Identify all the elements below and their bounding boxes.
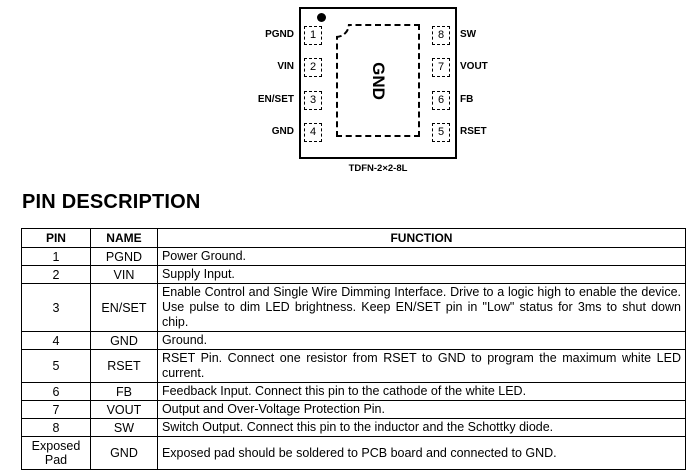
cell-function: Ground.	[156, 331, 687, 350]
cell-function: Switch Output. Connect this pin to the i…	[156, 418, 687, 437]
cell-name: SW	[89, 418, 158, 437]
table-row: 6 FB Feedback Input. Connect this pin to…	[21, 382, 687, 401]
cell-pin: 5	[21, 349, 91, 383]
table-row: 7 VOUT Output and Over-Voltage Protectio…	[21, 400, 687, 419]
cell-name: PGND	[89, 247, 158, 266]
cell-name: FB	[89, 382, 158, 401]
cell-name: RSET	[89, 349, 158, 383]
table-row: 4 GND Ground.	[21, 331, 687, 350]
pin-label-2: VIN	[277, 61, 294, 72]
exposed-pad-label: GND	[369, 61, 388, 100]
cell-pin: 6	[21, 382, 91, 401]
pin1-indicator-dot	[317, 13, 326, 22]
cell-name: GND	[89, 436, 158, 470]
pin-label-8: SW	[460, 29, 477, 40]
cell-function: Enable Control and Single Wire Dimming I…	[156, 283, 687, 332]
cell-pin: 3	[21, 283, 91, 332]
cell-function: Supply Input.	[156, 265, 687, 284]
table-row: 2 VIN Supply Input.	[21, 265, 687, 284]
exposed-pad-notch	[336, 24, 350, 38]
pad-4: 4	[304, 123, 322, 142]
package-name: TDFN-2×2-8L	[348, 163, 408, 174]
pin-label-5: RSET	[460, 126, 487, 137]
header-pin: PIN	[21, 228, 91, 248]
exposed-pad: GND	[336, 24, 420, 137]
pad-2: 2	[304, 58, 322, 77]
cell-pin: 4	[21, 331, 91, 350]
cell-function: Output and Over-Voltage Protection Pin.	[156, 400, 687, 419]
cell-pin: 1	[21, 247, 91, 266]
pad-8: 8	[432, 26, 450, 45]
cell-name: EN/SET	[89, 283, 158, 332]
pin-description-table: PIN NAME FUNCTION 1 PGND Power Ground. 2…	[21, 228, 687, 470]
cell-function: Feedback Input. Connect this pin to the …	[156, 382, 687, 401]
pad-5: 5	[432, 123, 450, 142]
cell-pin: Exposed Pad	[21, 436, 91, 470]
cell-pin: 2	[21, 265, 91, 284]
cell-function: Exposed pad should be soldered to PCB bo…	[156, 436, 687, 470]
cell-pin: 8	[21, 418, 91, 437]
table-row: 3 EN/SET Enable Control and Single Wire …	[21, 283, 687, 332]
pad-1: 1	[304, 26, 322, 45]
pad-7: 7	[432, 58, 450, 77]
pad-3: 3	[304, 91, 322, 110]
pin-label-6: FB	[460, 94, 474, 105]
cell-name: VIN	[89, 265, 158, 284]
cell-function: RSET Pin. Connect one resistor from RSET…	[156, 349, 687, 383]
table-row: Exposed Pad GND Exposed pad should be so…	[21, 436, 687, 470]
table-header-row: PIN NAME FUNCTION	[21, 228, 687, 248]
cell-function: Power Ground.	[156, 247, 687, 266]
pin-label-1: PGND	[265, 29, 294, 40]
pad-6: 6	[432, 91, 450, 110]
pin-label-4: GND	[271, 126, 294, 137]
pin-label-3: EN/SET	[257, 94, 294, 105]
pin-label-7: VOUT	[460, 61, 488, 72]
section-title: PIN DESCRIPTION	[22, 191, 201, 213]
header-function: FUNCTION	[156, 228, 687, 248]
table-row: 8 SW Switch Output. Connect this pin to …	[21, 418, 687, 437]
table-row: 5 RSET RSET Pin. Connect one resistor fr…	[21, 349, 687, 383]
cell-name: VOUT	[89, 400, 158, 419]
header-name: NAME	[89, 228, 158, 248]
cell-name: GND	[89, 331, 158, 350]
package-outline: GND 1 2 3 4 8 7 6 5	[299, 7, 457, 159]
table-row: 1 PGND Power Ground.	[21, 247, 687, 266]
cell-pin: 7	[21, 400, 91, 419]
